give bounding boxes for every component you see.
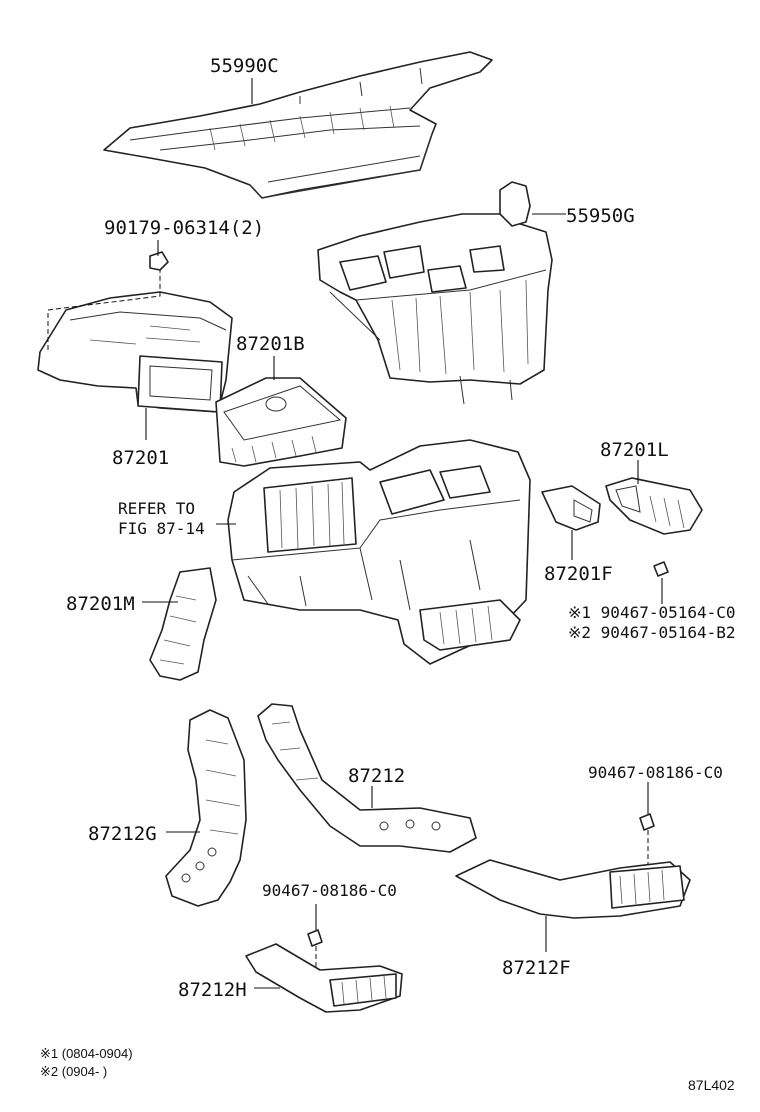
part-87201m-duct[interactable] <box>149 567 217 681</box>
part-90467-05164-bolt[interactable] <box>653 561 669 577</box>
part-87212g-duct[interactable] <box>165 709 247 907</box>
footnote-2: ※2 (0904- ) <box>40 1064 107 1079</box>
label-87201f: 87201F <box>544 563 613 585</box>
part-87212f-duct[interactable] <box>455 859 691 919</box>
part-90467-08186-screw-right[interactable] <box>639 813 655 864</box>
label-87201: 87201 <box>112 447 169 469</box>
label-90179: 90179-06314(2) <box>104 217 264 239</box>
label-90467-08186-c0-mid: 90467-08186-C0 <box>262 881 397 900</box>
label-55990c: 55990C <box>210 55 279 77</box>
part-87201l-duct[interactable] <box>605 477 703 535</box>
part-87212h-duct[interactable] <box>245 943 403 1013</box>
leader-lines <box>142 78 663 989</box>
part-90179-clip[interactable] <box>149 251 169 271</box>
label-90467-05164-c0: ※1 90467-05164-C0 <box>568 603 736 622</box>
part-87201b-cover[interactable] <box>215 377 347 467</box>
label-87212h: 87212H <box>178 979 247 1001</box>
label-87212f: 87212F <box>502 957 571 979</box>
label-90467-05164-b2: ※2 90467-05164-B2 <box>568 623 736 642</box>
label-87201l: 87201L <box>600 439 669 461</box>
label-55950g: 55950G <box>566 205 635 227</box>
label-90467-08186-c0-right: 90467-08186-C0 <box>588 763 723 782</box>
label-87201m: 87201M <box>66 593 135 615</box>
part-heater-unit <box>227 439 531 665</box>
label-87201b: 87201B <box>236 333 305 355</box>
part-87212-duct[interactable] <box>257 703 477 853</box>
label-87212: 87212 <box>348 765 405 787</box>
label-fig-87-14: FIG 87-14 <box>118 519 205 538</box>
part-87201f-duct[interactable] <box>541 485 601 531</box>
label-refer-to: REFER TO <box>118 499 195 518</box>
part-55990c-defroster-nozzle[interactable] <box>103 51 493 199</box>
figure-id: 87L402 <box>688 1077 735 1093</box>
part-55950g-duct[interactable] <box>317 181 553 405</box>
label-87212g: 87212G <box>88 823 157 845</box>
part-87201-inlet-duct[interactable] <box>37 270 233 413</box>
footnote-1: ※1 (0804-0904) <box>40 1046 133 1061</box>
